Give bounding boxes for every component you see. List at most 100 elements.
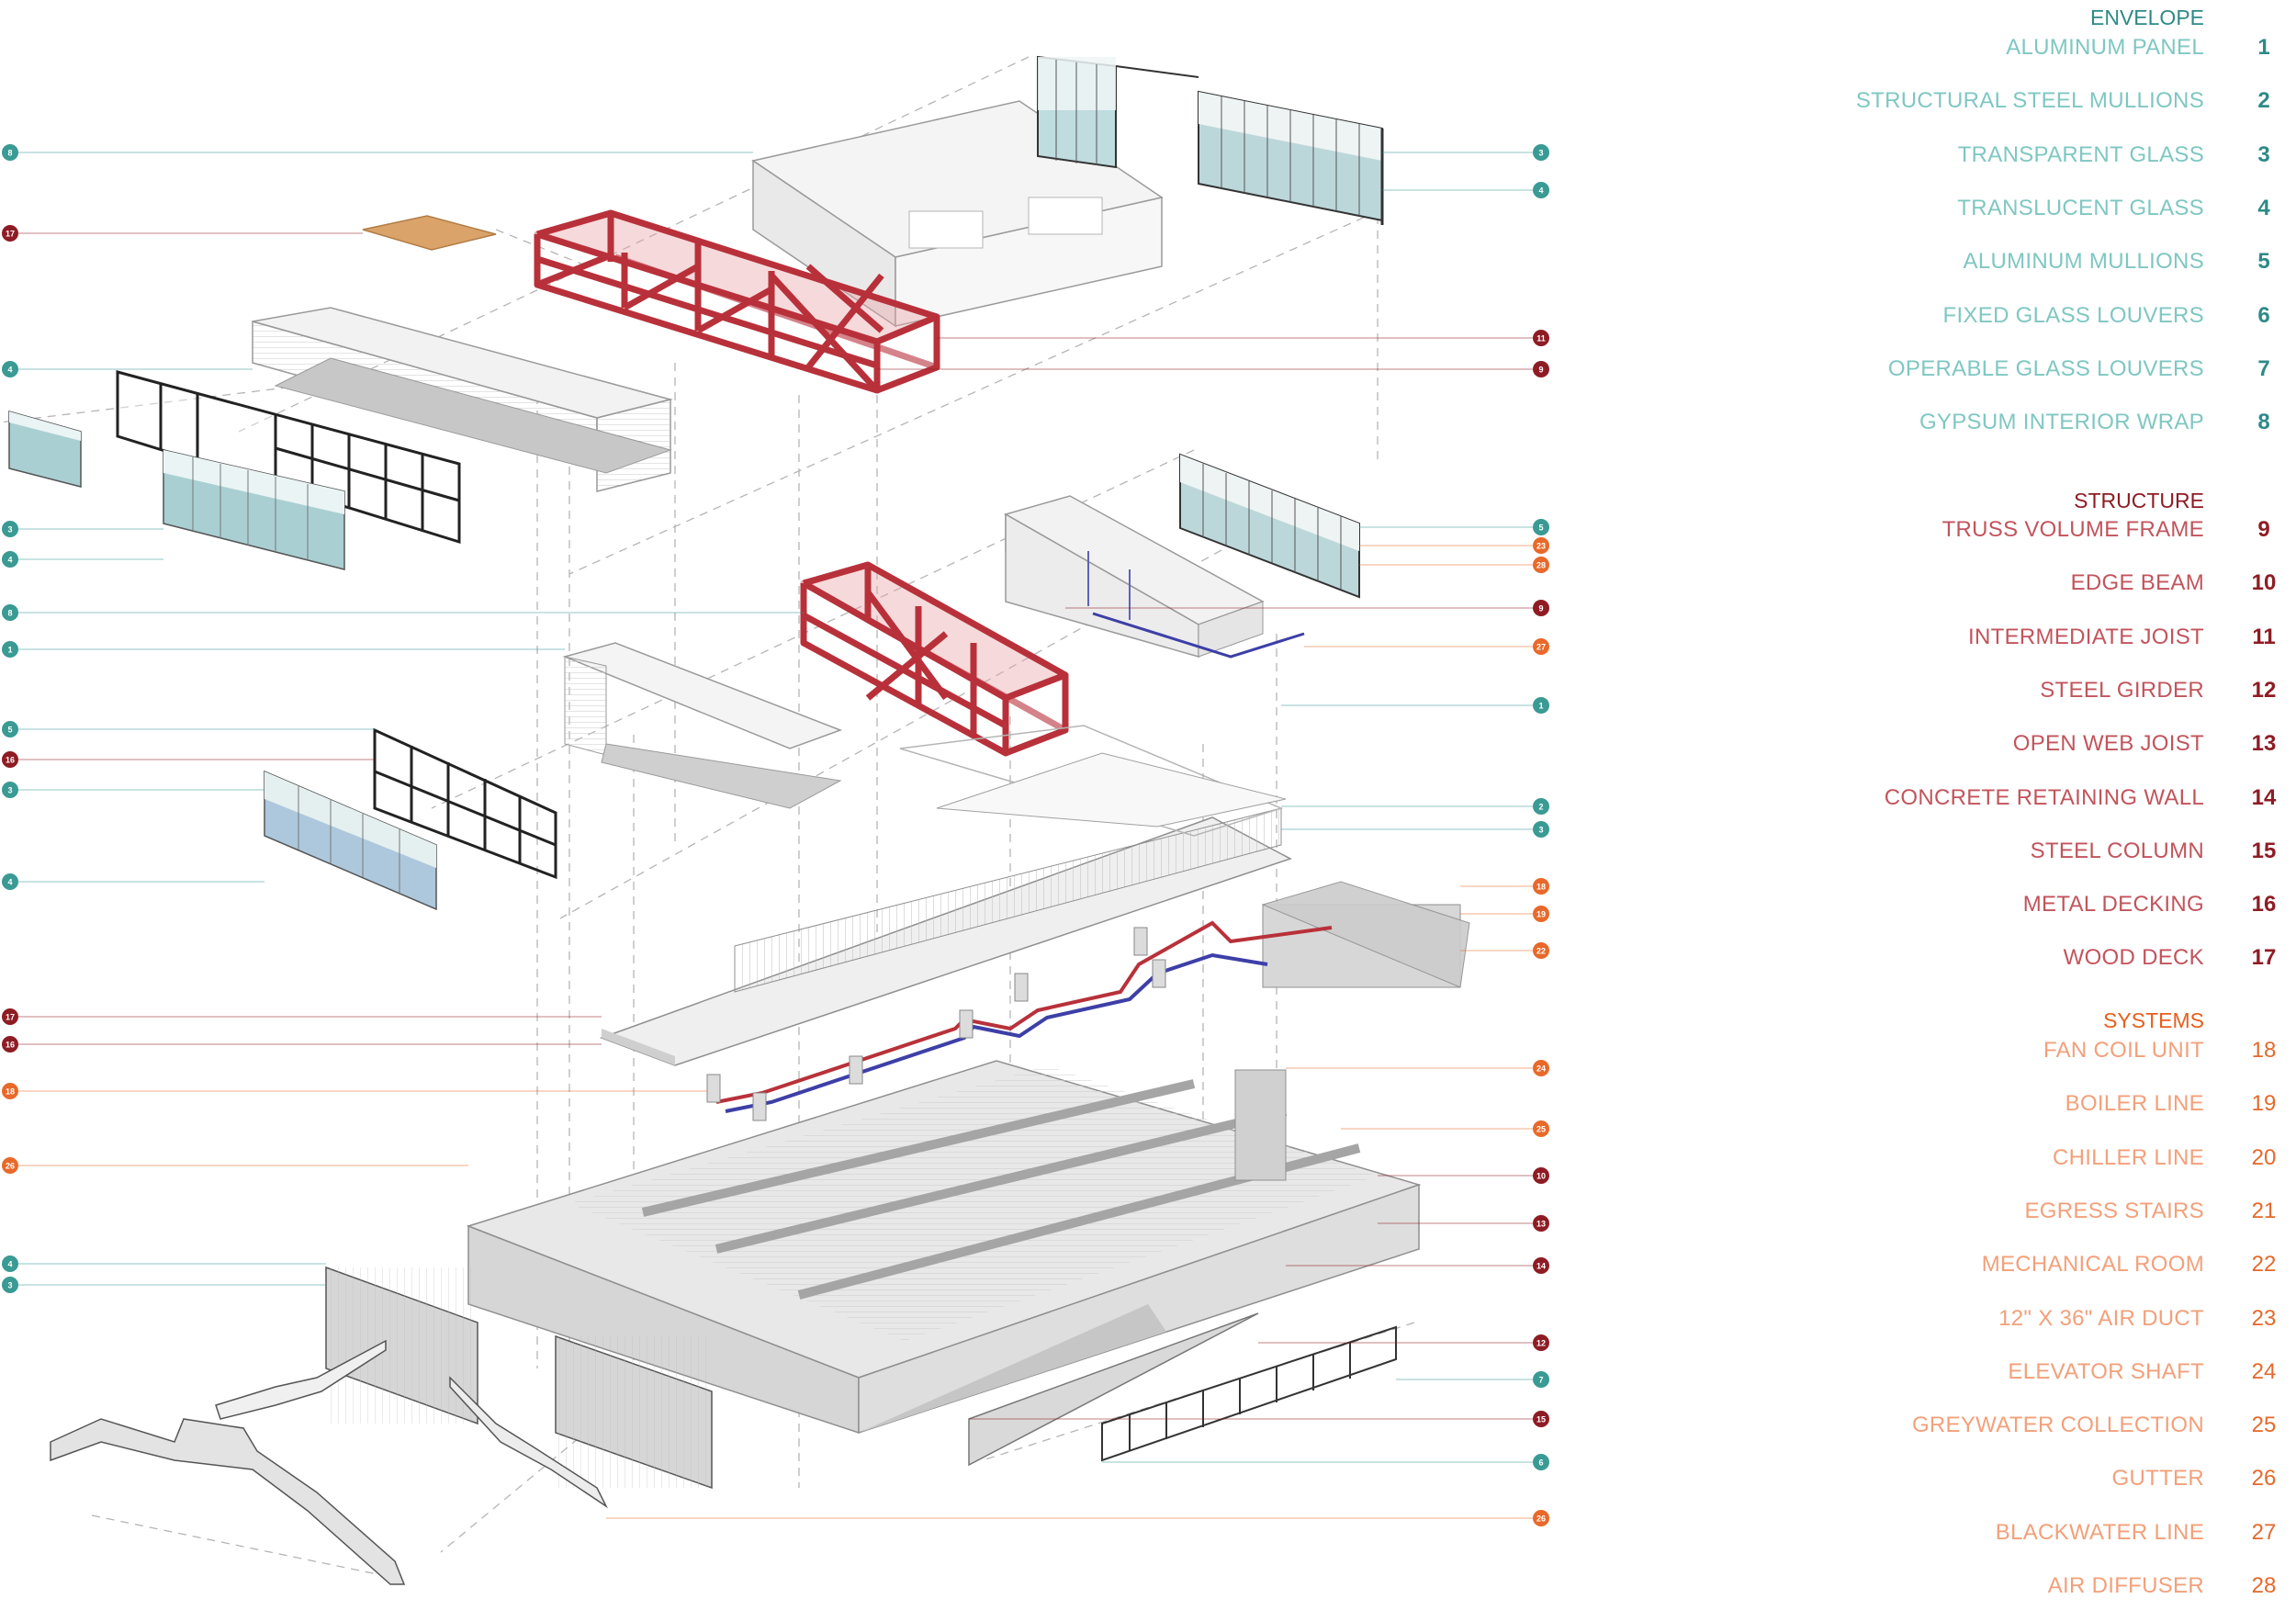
legend-item-label: TRANSLUCENT GLASS: [1957, 195, 2204, 220]
callout-tag-17: 17: [2, 225, 18, 242]
legend-item-number: 14: [2251, 784, 2277, 810]
callout-dot: [2, 873, 18, 890]
legend-item-number: 5: [2257, 249, 2270, 275]
legend-item-number: 20: [2251, 1144, 2277, 1170]
callout-number: 27: [1536, 643, 1546, 652]
callout-dot: [2, 551, 18, 568]
legend-item-number: 25: [2251, 1413, 2277, 1438]
callout-dot: [1533, 798, 1549, 815]
callout-tag-28: 28: [1533, 557, 1549, 573]
callout-tag-14: 14: [1533, 1257, 1549, 1274]
callout-tag-9: 9: [1533, 361, 1549, 377]
upper-glass-wall: [1179, 453, 1360, 599]
callout-number: 24: [1536, 1064, 1546, 1074]
wood-deck-panel: [362, 215, 497, 251]
callout-dot: [1533, 821, 1549, 838]
legend-item-number: 23: [2251, 1305, 2277, 1331]
legend-item-label: BLACKWATER LINE: [1995, 1519, 2204, 1545]
callout-tag-18: 18: [2, 1083, 18, 1099]
callout-dot: [2, 1036, 18, 1053]
callout-number: 8: [7, 609, 12, 618]
callout-tag-10: 10: [1533, 1167, 1549, 1184]
callout-number: 12: [1536, 1339, 1546, 1348]
legend-item-12: STEEL GIRDER 12: [1708, 678, 2296, 715]
legend-item-label: GUTTER: [2111, 1466, 2204, 1492]
top-header-beam: [1115, 65, 1199, 78]
callout-tag-17: 17: [2, 1008, 18, 1025]
callout-tag-19: 19: [1533, 906, 1549, 922]
callout-number: 16: [6, 1041, 15, 1050]
legend-item-label: GYPSUM INTERIOR WRAP: [1919, 410, 2204, 435]
callout-tag-3: 3: [2, 782, 18, 798]
legend-item-label: MECHANICAL ROOM: [1981, 1252, 2204, 1278]
legend-item-number: 19: [2251, 1091, 2277, 1117]
callout-number: 3: [1538, 149, 1543, 158]
callout-dot: [2, 782, 18, 798]
legend-title-structure: STRUCTURE: [2074, 489, 2204, 512]
callout-dot: [1533, 1334, 1549, 1351]
callout-number: 8: [7, 149, 12, 158]
callout-tag-16: 16: [2, 1036, 18, 1053]
callout-dot: [1533, 1215, 1549, 1232]
callout-dot: [2, 1157, 18, 1174]
legend-item-number: 12: [2251, 677, 2277, 703]
callout-dot: [2, 641, 18, 658]
legend-item-number: 1: [2257, 35, 2270, 60]
callout-dot: [1533, 1411, 1549, 1427]
legend-item-label: STRUCTURAL STEEL MULLIONS: [1855, 88, 2204, 114]
callout-number: 23: [1536, 542, 1546, 551]
legend-item-label: GREYWATER COLLECTION: [1911, 1413, 2204, 1438]
second-floor-plate: [599, 725, 1470, 1066]
top-glass-wall-left: [1037, 55, 1117, 169]
callout-dot: [2, 604, 18, 621]
callout-dot: [1533, 1454, 1549, 1470]
callout-dot: [2, 1008, 18, 1025]
callout-number: 11: [1536, 334, 1546, 343]
legend-item-label: STEEL GIRDER: [2040, 677, 2204, 703]
callout-tag-1: 1: [1533, 697, 1549, 714]
callout-number: 3: [7, 786, 12, 795]
legend-item-25: GREYWATER COLLECTION 25: [1708, 1413, 2296, 1449]
callout-number: 6: [1538, 1458, 1543, 1468]
piping-lines: [715, 920, 1333, 1113]
callout-tag-3: 3: [1533, 144, 1549, 161]
legend-item-number: 2: [2257, 88, 2270, 114]
callout-tag-25: 25: [1533, 1120, 1549, 1137]
legend-item-number: 17: [2251, 945, 2277, 971]
callout-dot: [2, 751, 18, 768]
callout-leaders: [18, 152, 1533, 1519]
legend-item-number: 26: [2251, 1466, 2277, 1492]
callout-tag-4: 4: [2, 1255, 18, 1272]
legend-item-number: 6: [2257, 302, 2270, 328]
callout-dot: [1533, 537, 1549, 554]
callout-tag-8: 8: [2, 604, 18, 621]
legend-item-label: AIR DIFFUSER: [2047, 1573, 2204, 1598]
legend-item-label: INTERMEDIATE JOIST: [1968, 624, 2204, 649]
callout-tag-3: 3: [2, 1277, 18, 1293]
callout-tags: 8174348151634171618264334119523289271231…: [2, 144, 1549, 1526]
legend-item-label: 12" X 36" AIR DUCT: [1998, 1305, 2204, 1331]
callout-dot: [1533, 330, 1549, 346]
legend-item-number: 21: [2251, 1198, 2277, 1223]
callout-number: 3: [1538, 826, 1543, 835]
callout-number: 5: [7, 726, 12, 735]
legend-item-label: ELEVATOR SHAFT: [2008, 1358, 2204, 1384]
callout-number: 5: [1538, 524, 1543, 533]
callout-dot: [1533, 1167, 1549, 1184]
callout-number: 7: [1538, 1376, 1543, 1385]
callout-dot: [1533, 600, 1549, 616]
callout-number: 16: [6, 756, 15, 765]
